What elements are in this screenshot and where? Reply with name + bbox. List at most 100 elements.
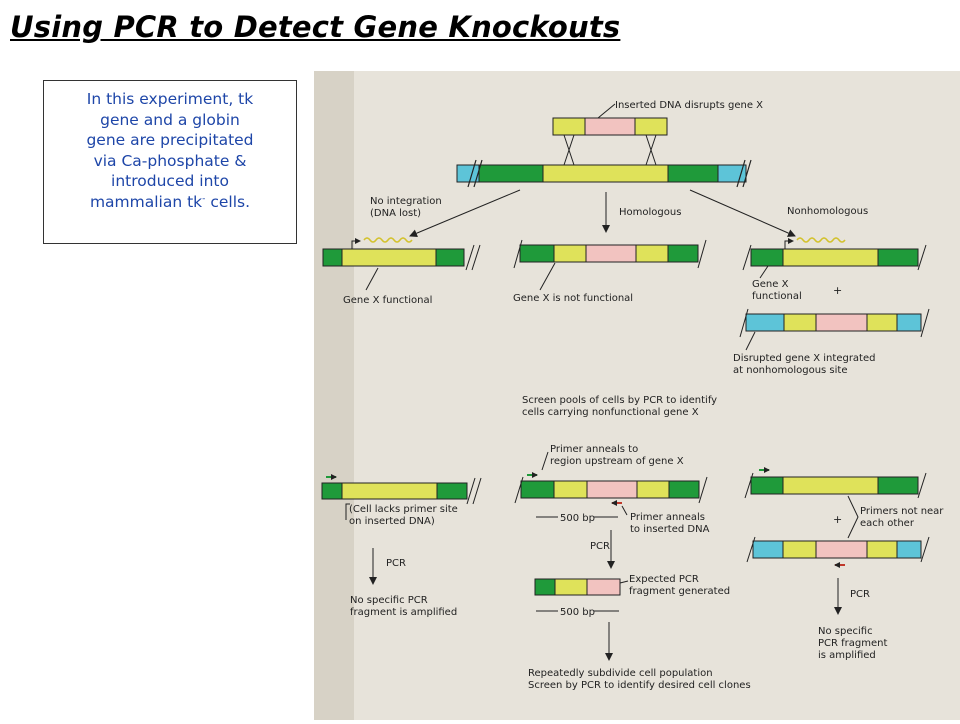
expected-label: Expected PCR — [629, 574, 699, 585]
bp-label: 500 bp — [560, 513, 595, 524]
no-specific-label: is amplified — [818, 650, 876, 661]
transcript-wave — [363, 237, 413, 243]
pcr-left-dna — [321, 482, 468, 500]
promoter-arrow — [351, 238, 361, 249]
break-mark — [698, 476, 708, 504]
break-mark — [471, 244, 481, 271]
pcr-right-dna-bottom — [752, 540, 922, 559]
break-mark — [465, 244, 475, 271]
primer-anneals-label: region upstream of gene X — [550, 456, 684, 467]
gene-x-label: Gene X — [752, 279, 789, 290]
transcript-wave — [796, 237, 846, 243]
experiment-note: In this experiment, tk gene and a globin… — [43, 80, 297, 244]
inserted-construct — [552, 117, 668, 136]
primer-inserted-label: to inserted DNA — [630, 524, 710, 535]
dna-segment-yellow — [782, 476, 879, 495]
bracket — [345, 503, 350, 520]
bp-label: 500 bp — [560, 607, 595, 618]
no-integration-label: No integration — [370, 196, 442, 207]
dna-segment-pink — [585, 244, 637, 263]
dna-segment-yellow — [866, 313, 898, 332]
break-mark — [736, 159, 746, 188]
pcr-label: PCR — [590, 541, 610, 552]
break-mark — [739, 308, 749, 338]
dna-disrupted — [745, 313, 922, 332]
note-line: gene and a globin — [100, 110, 240, 129]
pcr-middle-dna — [520, 480, 700, 499]
break-mark — [917, 472, 927, 499]
ruler-label-bg — [558, 604, 594, 617]
break-mark — [746, 536, 756, 563]
brace — [847, 495, 859, 539]
dna-segment-yellow — [634, 117, 668, 136]
pointer-line — [759, 265, 769, 279]
pointer-line — [597, 103, 616, 119]
outcome-arrow-left — [409, 189, 521, 237]
dna-segment-green — [877, 248, 919, 267]
no-specific-label: PCR fragment — [818, 638, 887, 649]
break-mark — [697, 239, 707, 269]
cell-lacks-label: (Cell lacks primer site — [349, 504, 458, 515]
dna-segment-yellow — [782, 248, 879, 267]
crossover-line — [645, 134, 657, 166]
break-mark — [473, 159, 483, 188]
dna-segment-blue — [717, 164, 747, 183]
note-line: via Ca-phosphate & — [93, 151, 247, 170]
knockout-diagram: Inserted DNA disrupts gene X No integrat… — [314, 71, 960, 720]
dna-segment-green — [436, 482, 468, 500]
plus-sign: + — [833, 513, 842, 526]
dna-segment-blue — [752, 540, 784, 559]
dna-segment-yellow — [635, 244, 669, 263]
dna-nonhomologous — [750, 248, 919, 267]
pointer-line — [539, 262, 556, 291]
dna-segment-green — [877, 476, 919, 495]
dna-segment-yellow — [341, 482, 438, 500]
pcr-label: PCR — [386, 558, 406, 569]
pcr-label: PCR — [850, 589, 870, 600]
dna-segment-blue — [896, 313, 922, 332]
cell-lacks-label: on inserted DNA) — [349, 516, 435, 527]
dna-segment-green — [478, 164, 544, 183]
diagram-svg: Inserted DNA disrupts gene X No integrat… — [314, 71, 960, 720]
target-chromosome — [456, 164, 747, 183]
primers-not-near-label: Primers not near — [860, 506, 944, 517]
dna-segment-yellow — [553, 244, 587, 263]
break-mark — [742, 244, 752, 271]
page-title: Using PCR to Detect Gene Knockouts — [10, 10, 621, 44]
nonhomologous-label: Nonhomologous — [787, 206, 868, 217]
homologous-label: Homologous — [619, 207, 681, 218]
pointer-line — [541, 451, 549, 471]
inserted-label: Inserted DNA disrupts gene X — [615, 100, 763, 111]
dna-segment-green — [435, 248, 465, 267]
no-specific-label: No specific — [818, 626, 873, 637]
plus-sign: + — [833, 284, 842, 297]
break-mark — [513, 239, 523, 269]
break-mark — [920, 308, 930, 338]
dna-segment-green — [322, 248, 343, 267]
note-line: mammalian tk- cells. — [50, 192, 290, 213]
dna-segment-green — [519, 244, 555, 263]
break-mark — [917, 244, 927, 271]
break-mark — [514, 476, 524, 504]
note-text: cells. — [205, 192, 251, 211]
note-line: In this experiment, tk — [86, 90, 254, 108]
dna-segment-green — [520, 480, 555, 499]
dna-segment-yellow — [636, 480, 670, 499]
dna-segment-pink — [815, 313, 868, 332]
pointer-line — [745, 331, 756, 351]
screen-label: Screen pools of cells by PCR to identify — [522, 395, 717, 406]
dna-segment-yellow — [341, 248, 437, 267]
dna-segment-green — [750, 476, 784, 495]
functional-label: functional — [752, 291, 802, 302]
promoter-arrow — [784, 238, 794, 249]
dna-segment-yellow — [553, 480, 588, 499]
dna-segment-green — [534, 578, 556, 596]
crossover-line — [563, 134, 575, 166]
gene-not-functional-label: Gene X is not functional — [513, 293, 633, 304]
pcr-right-dna-top — [750, 476, 919, 495]
pointer-line — [621, 505, 628, 516]
dna-segment-green — [321, 482, 343, 500]
no-integration-label: (DNA lost) — [370, 208, 421, 219]
dna-segment-green — [668, 480, 700, 499]
note-line: gene are precipitated — [86, 131, 254, 149]
